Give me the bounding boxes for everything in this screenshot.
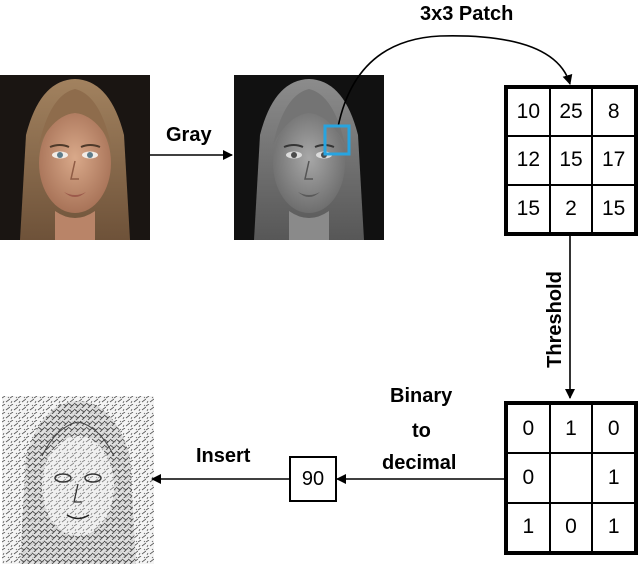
gray-label: Gray [166,124,212,146]
patch-highlight [323,124,351,156]
binary-label: Binary [390,385,453,407]
insert-label: Insert [196,445,251,467]
binary-cell: 0 [549,502,593,552]
lbp-face-image [2,396,154,564]
binary-cell: 1 [592,453,635,503]
patch-cell: 2 [549,184,593,233]
binary-cell: 1 [549,404,593,454]
binary-cell: 0 [507,453,550,503]
patch-grid: 10 25 8 12 15 17 15 2 15 [504,85,638,236]
patch-cell: 15 [549,136,593,185]
patch-cell: 25 [549,88,593,137]
patch-cell: 17 [592,136,635,185]
gray-face-image [234,75,384,240]
patch-label: 3x3 Patch [420,3,514,25]
patch-curve-arrow [337,35,573,128]
color-face-image [0,75,150,240]
decimal-value-box: 90 [289,456,337,502]
patch-cell: 15 [507,184,550,233]
patch-cell: 12 [507,136,550,185]
to-label: to [412,420,431,442]
binary-cell-center [549,453,593,503]
binary-cell: 1 [592,502,635,552]
threshold-label: Threshold [543,271,566,368]
patch-cell: 15 [592,184,635,233]
patch-cell: 10 [507,88,550,137]
binary-cell: 0 [507,404,550,454]
binary-grid: 0 1 0 0 1 1 0 1 [504,401,638,555]
decimal-label: decimal [382,452,457,474]
binary-cell: 1 [507,502,550,552]
binary-cell: 0 [592,404,635,454]
patch-cell: 8 [592,88,635,137]
